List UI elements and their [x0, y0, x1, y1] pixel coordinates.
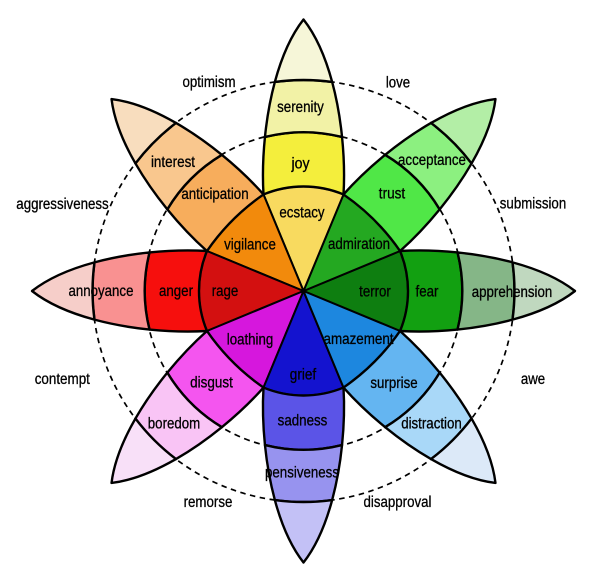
svg-text:vigilance: vigilance — [224, 237, 276, 254]
svg-text:apprehension: apprehension — [472, 284, 553, 301]
svg-text:terror: terror — [359, 284, 391, 301]
svg-text:loathing: loathing — [227, 332, 274, 349]
svg-text:admiration: admiration — [328, 236, 390, 253]
svg-text:rage: rage — [212, 283, 239, 300]
svg-text:annoyance: annoyance — [69, 283, 134, 300]
svg-text:interest: interest — [151, 154, 196, 171]
svg-text:anticipation: anticipation — [181, 186, 248, 203]
svg-text:optimism: optimism — [182, 74, 235, 91]
svg-text:submission: submission — [500, 196, 566, 213]
svg-text:joy: joy — [291, 156, 310, 173]
svg-text:grief: grief — [290, 367, 317, 384]
svg-text:boredom: boredom — [148, 416, 200, 433]
svg-text:awe: awe — [521, 371, 545, 388]
svg-text:serenity: serenity — [277, 99, 324, 116]
svg-text:surprise: surprise — [370, 375, 417, 392]
svg-text:remorse: remorse — [184, 494, 233, 511]
svg-text:trust: trust — [379, 186, 406, 203]
svg-text:acceptance: acceptance — [398, 152, 466, 169]
svg-text:love: love — [386, 75, 410, 92]
svg-text:sadness: sadness — [278, 413, 328, 430]
svg-text:amazement: amazement — [324, 331, 394, 348]
svg-text:aggressiveness: aggressiveness — [16, 196, 108, 213]
svg-text:disgust: disgust — [190, 375, 233, 392]
svg-text:ecstacy: ecstacy — [279, 205, 324, 222]
svg-text:disapproval: disapproval — [364, 494, 432, 511]
svg-text:anger: anger — [159, 283, 194, 300]
svg-text:pensiveness: pensiveness — [265, 465, 339, 482]
svg-text:distraction: distraction — [401, 416, 462, 433]
svg-text:fear: fear — [416, 284, 439, 301]
svg-text:contempt: contempt — [35, 371, 91, 388]
